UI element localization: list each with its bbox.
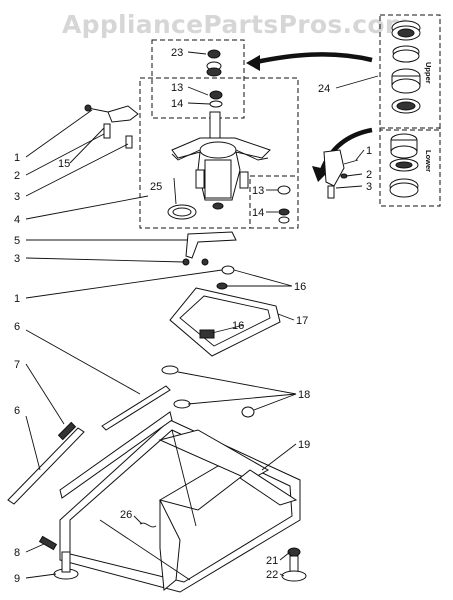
kit-label-lower: Lower [424,150,433,172]
watermark-text: AppliancePartsPros.com [62,10,412,39]
pad-c [241,406,255,418]
callout-16: 16 [232,320,244,332]
kit-label-upper: Upper [424,62,433,84]
callout-3: 3 [14,191,20,203]
callout-5: 5 [14,235,20,247]
callout-18: 18 [298,389,310,401]
callout-1: 1 [366,145,372,157]
callout-24: 24 [318,83,330,95]
callout-1: 1 [14,293,20,305]
bushing-13 [277,185,291,195]
box-mechanism [139,77,299,229]
rail-upper [101,385,171,431]
callout-21: 21 [266,555,278,567]
callout-14: 14 [252,207,264,219]
pad-a [161,365,179,375]
callout-2: 2 [366,169,372,181]
callout-16: 16 [294,281,306,293]
callout-8: 8 [14,547,20,559]
callout-14: 14 [171,98,183,110]
leg-screw [38,535,58,551]
callout-1: 1 [14,152,20,164]
bushing-14 [278,208,290,216]
callout-9: 9 [14,573,20,585]
callout-13: 13 [171,82,183,94]
callout-3: 3 [14,253,20,265]
left-bracket [84,104,139,149]
callout-4: 4 [14,214,20,226]
arrow-upper-kit [255,52,373,65]
box-lower-kit [379,127,441,207]
box-top-bearings [151,39,245,119]
box-upper-kit [379,14,441,131]
pad-b [173,399,191,409]
callout-19: 19 [298,439,310,451]
callout-17: 17 [296,315,308,327]
box-bushings [249,175,299,229]
callout-22: 22 [266,569,278,581]
arrow-upper-head [246,55,260,71]
callout-2: 2 [14,170,20,182]
actuator-link [182,231,237,266]
callout-25: 25 [150,181,162,193]
leveling-foot-right [281,570,307,582]
callout-7: 7 [14,359,20,371]
upper-bearing-kit [391,20,421,114]
callout-6: 6 [14,321,20,333]
callout-15: 15 [58,158,70,170]
gear-case [171,111,271,210]
callout-3: 3 [366,181,372,193]
lower-bearing-kit [389,133,419,198]
rail-lower [7,427,85,505]
callout-6: 6 [14,405,20,417]
base-frame [59,411,301,593]
callout-23: 23 [171,47,183,59]
callout-26: 26 [120,509,132,521]
callout-13: 13 [252,185,264,197]
pulley-bracket [169,265,281,357]
right-bracket [323,149,359,199]
callout-labels: 1 2 3 15 4 5 3 1 6 7 6 8 9 25 23 13 14 2… [14,47,372,585]
spring [57,421,77,441]
leader-lines [25,51,379,579]
